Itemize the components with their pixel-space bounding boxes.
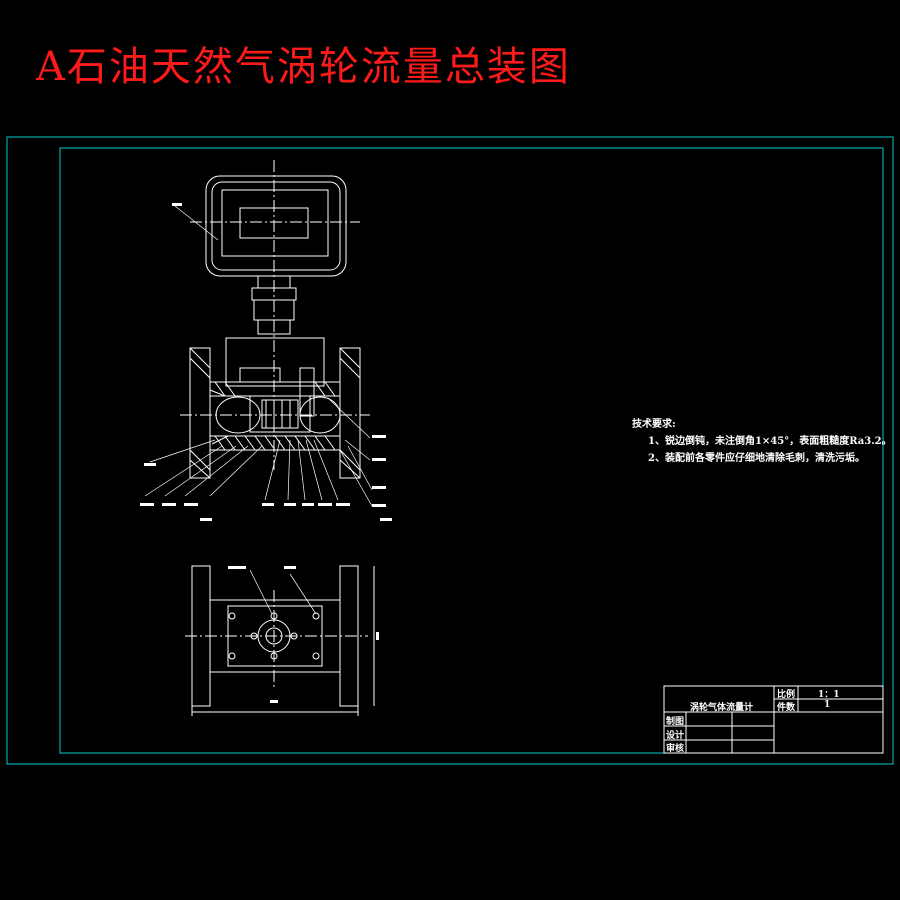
display-screen bbox=[221, 189, 329, 257]
drawn-label: 制图 bbox=[666, 717, 685, 727]
tech-req-item-2: 2、装配前各零件应仔细地清除毛刺，清洗污垢。 bbox=[648, 453, 865, 464]
tech-req-heading: 技术要求: bbox=[632, 419, 676, 430]
center-boss bbox=[257, 619, 291, 653]
inner-frame bbox=[59, 147, 884, 754]
left-flange bbox=[189, 347, 211, 479]
outer-frame bbox=[6, 136, 894, 765]
scale-value: 1：1 bbox=[818, 690, 840, 700]
drawing-title: A石油天然气涡轮流量总装图 bbox=[36, 44, 571, 90]
count-label: 件数 bbox=[777, 703, 796, 713]
scale-label: 比例 bbox=[777, 690, 796, 700]
front-view bbox=[140, 160, 392, 521]
tech-req-item-1: 1、锐边倒钝，未注倒角1×45°，表面粗糙度Ra3.2。 bbox=[648, 436, 892, 447]
title-block-name: 涡轮气体流量计 bbox=[690, 703, 754, 713]
design-label: 设计 bbox=[666, 731, 685, 741]
title-block bbox=[663, 685, 884, 754]
technical-requirements: 技术要求: 1、锐边倒钝，未注倒角1×45°，表面粗糙度Ra3.2。 2、装配前… bbox=[632, 416, 892, 467]
top-view bbox=[185, 565, 379, 716]
display-housing bbox=[205, 175, 347, 277]
count-value: 1 bbox=[824, 700, 831, 710]
review-label: 审核 bbox=[666, 744, 685, 754]
